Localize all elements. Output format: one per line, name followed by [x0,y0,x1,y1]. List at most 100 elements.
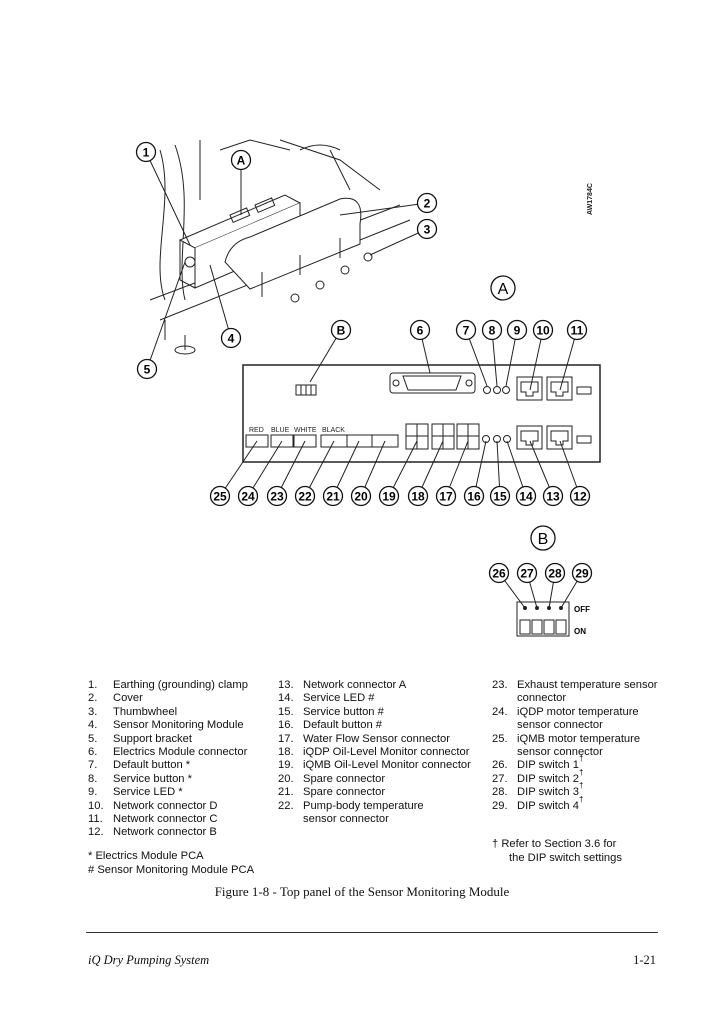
svg-text:6: 6 [417,324,424,338]
legend-item: 4. Sensor Monitoring Module [88,719,248,732]
view-label-a: A [490,275,516,301]
legend-text: iQDP Oil-Level Monitor connector [303,746,470,759]
legend-text: Spare connector [303,786,386,799]
svg-text:16: 16 [467,490,481,504]
note-sensor-pca: # Sensor Monitoring Module PCA [88,864,255,876]
callout: 27 [516,562,538,609]
legend-number: 13. [278,679,294,691]
svg-text:12: 12 [573,490,587,504]
callout: 10 [529,319,554,391]
legend-number: 6. [88,746,98,759]
legend-item: 21.Spare connector [278,786,471,799]
svg-text:18: 18 [411,490,425,504]
legend-item: sensor connector [278,813,471,826]
legend-number: 19. [278,759,294,772]
svg-text:20: 20 [354,490,368,504]
svg-text:19: 19 [382,490,396,504]
legend-text: Earthing (grounding) clamp [113,679,248,691]
legend-item: 19.iQMB Oil-Level Monitor connector [278,759,471,772]
callout: 15 [489,440,511,507]
legend-item: 25.iQMB motor temperature [492,733,658,746]
dip-on-label: ON [574,627,586,636]
legend-item: 7.Default button * [88,759,248,772]
legend-item: 9.Service LED * [88,786,248,799]
legend-item: 8. Service button * [88,773,248,786]
legend-number [492,692,517,705]
legend-text: DIP switch 3 [517,786,579,799]
callout: 4 [209,264,242,349]
callout: 3 [369,218,438,256]
legend-number: 7. [88,759,98,772]
svg-text:3: 3 [424,223,431,237]
svg-text:WHITE: WHITE [294,427,317,434]
legend-text: Exhaust temperature sensor [517,679,658,691]
callout: 14 [506,440,537,507]
svg-text:BLACK: BLACK [322,427,345,434]
legend-number: 17. [278,732,294,745]
callout: 6 [409,319,431,374]
legend-number: 27. [492,772,508,785]
svg-text:27: 27 [520,567,534,581]
legend-text: Service LED # [303,692,375,705]
legend-text: Support bracket [113,732,192,745]
callout: 22 [294,440,335,507]
callout: 25 [209,440,258,507]
svg-text:22: 22 [298,490,312,504]
dip-off-label: OFF [574,605,590,614]
legend-item: sensor connector [492,719,658,732]
legend-number: 12. [88,826,104,839]
legend-number: 2. [88,692,98,705]
legend-item: 13.Network connector A [278,679,471,692]
svg-text:4: 4 [228,332,235,346]
legend-number: 1. [88,679,98,691]
footer-title: iQ Dry Pumping System [88,953,210,967]
callout: 26 [488,562,526,609]
legend-number: 29. [492,799,508,812]
view-label-b: B [530,525,556,551]
callout: 24 [237,440,283,507]
svg-text:1: 1 [143,146,150,160]
callout: 13 [529,440,564,507]
legend-text: Network connector C [113,813,218,826]
legend-text: DIP switch 1 [517,759,579,772]
drawing-code: AW1784C [587,183,594,215]
svg-text:2: 2 [424,197,431,211]
legend-text: Sensor Monitoring Module [113,719,244,732]
legend-text: Service button * [113,772,192,785]
svg-text:29: 29 [575,567,589,581]
legend-number: 24. [492,705,508,718]
legend-text: iQMB motor temperature [517,732,641,745]
legend-item: 29.DIP switch 4† [492,795,658,813]
callout: 28 [544,562,566,609]
isometric-module-drawing [149,139,411,355]
callout: B [309,319,352,383]
svg-text:10: 10 [536,324,550,338]
svg-text:28: 28 [548,567,562,581]
legend-number: 3. [88,705,98,718]
callout: 17 [435,440,469,507]
legend-item: 24.iQDP motor temperature [492,706,658,719]
legend-item: 22.Pump-body temperature [278,800,471,813]
legend-text: DIP switch 2 [517,772,579,785]
callout: 11 [559,319,588,391]
callout: A [230,149,252,200]
footer-divider [86,932,658,933]
svg-text:8: 8 [489,324,496,338]
legend-text: Network connector B [113,826,217,839]
legend-text: sensor connector [517,746,603,759]
svg-text:7: 7 [463,324,470,338]
legend-text: Network connector D [113,799,218,812]
legend-number: 14. [278,692,294,705]
legend-number: 16. [278,719,294,732]
legend-number [278,813,303,826]
legend-number [492,746,517,759]
legend-number: 4. [88,719,98,732]
dagger-mark: † [578,767,584,777]
callout: 12 [559,440,591,507]
svg-text:26: 26 [492,567,506,581]
legend-text: Spare connector [303,772,386,785]
legend-number: 8. [88,772,98,785]
legend-item: 27. DIP switch 2† [492,767,658,786]
